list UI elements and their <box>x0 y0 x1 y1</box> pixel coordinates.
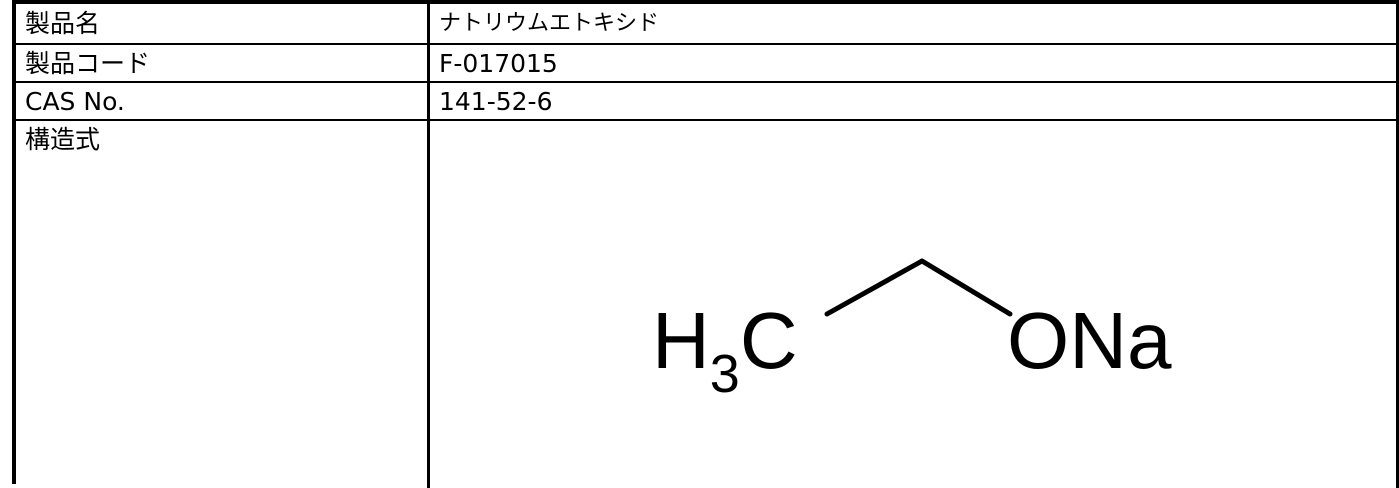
table-row: 構造式 H3C ONa <box>16 121 1399 488</box>
value-cell: F-017015 <box>430 45 1399 81</box>
product-name-label: 製品名 <box>25 9 101 38</box>
structure-subscript: 3 <box>710 344 740 404</box>
structure-label: 構造式 <box>25 125 101 154</box>
table-row: 製品コード F-017015 <box>16 45 1399 83</box>
label-cell: 構造式 <box>16 121 430 488</box>
product-code-label: 製品コード <box>25 49 151 78</box>
structure-cell: H3C ONa <box>430 121 1399 488</box>
structure-c: C <box>740 296 798 385</box>
table-row: 製品名 ナトリウムエトキシド <box>16 4 1399 45</box>
bond-right <box>919 258 1013 317</box>
value-cell: 141-52-6 <box>430 83 1399 119</box>
structure-right-group: ONa <box>1007 296 1172 385</box>
table-row: CAS No. 141-52-6 <box>16 83 1399 121</box>
product-code-value: F-017015 <box>439 49 558 78</box>
cas-number-value: 141-52-6 <box>439 87 553 116</box>
structure-left-group: H3C <box>652 296 798 404</box>
value-cell: ナトリウムエトキシド <box>430 4 1399 43</box>
label-cell: CAS No. <box>16 83 430 119</box>
cas-number-label: CAS No. <box>25 87 125 116</box>
label-cell: 製品名 <box>16 4 430 43</box>
product-name-value: ナトリウムエトキシド <box>439 11 660 36</box>
structure-h: H <box>652 296 710 385</box>
product-info-table: 製品名 ナトリウムエトキシド 製品コード F-017015 CAS No. 14… <box>12 0 1399 488</box>
structural-formula: H3C ONa <box>652 258 1172 404</box>
label-cell: 製品コード <box>16 45 430 81</box>
bond-left <box>824 258 925 317</box>
